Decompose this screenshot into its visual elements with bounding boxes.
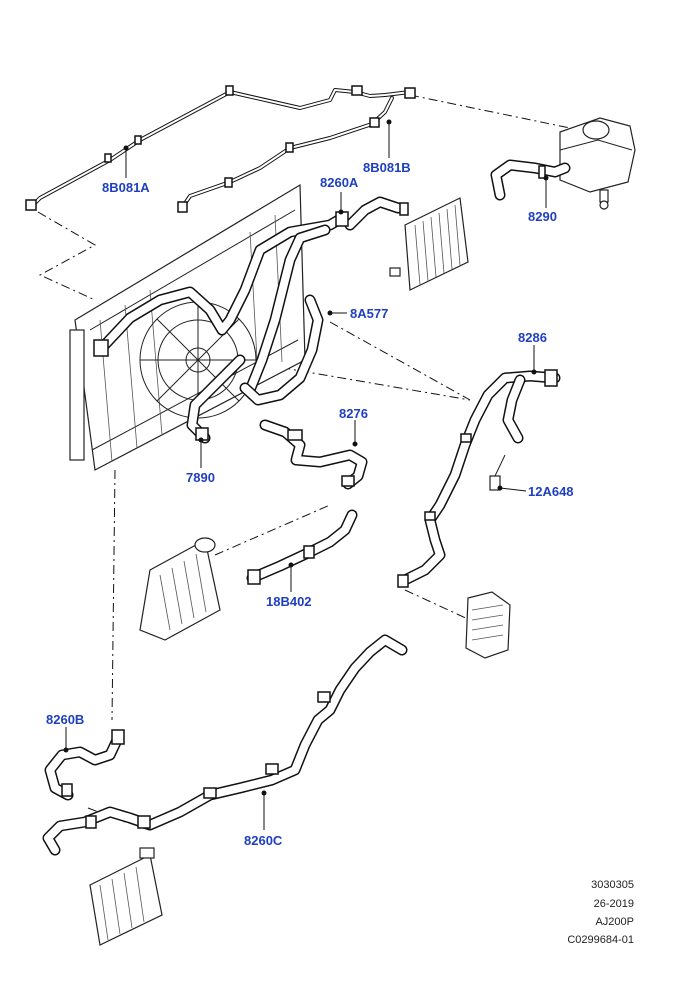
callout-8260c[interactable]: 8260C: [244, 833, 283, 848]
hose-8286[interactable]: [397, 369, 561, 588]
hose-8a577[interactable]: [239, 294, 324, 406]
callout-7890[interactable]: 7890: [186, 470, 215, 485]
callout-18b402[interactable]: 18B402: [266, 594, 312, 609]
callout-8b081b[interactable]: 8B081B: [363, 160, 411, 175]
reference-line-3: AJ200P: [595, 916, 634, 928]
hose-8290[interactable]: [490, 159, 571, 201]
auxiliary-radiator-top: [389, 197, 469, 291]
hose-8260a[interactable]: [93, 196, 409, 396]
callout-8260a[interactable]: 8260A: [320, 175, 359, 190]
charge-air-cooler: [139, 537, 221, 641]
hose-8276[interactable]: [259, 419, 368, 490]
callout-12a648[interactable]: 12A648: [528, 484, 574, 499]
callout-8290[interactable]: 8290: [528, 209, 557, 224]
pipe-8b081b[interactable]: [177, 96, 394, 213]
leader-lines: [63, 119, 549, 830]
hose-8260c[interactable]: [42, 634, 408, 856]
callout-8b081a[interactable]: 8B081A: [102, 180, 150, 195]
hose-8260b[interactable]: [44, 729, 125, 801]
expansion-tank: [559, 117, 636, 210]
reference-line-4: C0299684-01: [567, 934, 634, 946]
pipe-18b402[interactable]: [246, 509, 358, 585]
reference-line-2: 26-2019: [593, 898, 634, 910]
hose-7890[interactable]: [186, 354, 246, 444]
oil-cooler: [465, 591, 511, 659]
pipe-8b081a[interactable]: [25, 85, 416, 211]
callout-8286[interactable]: 8286: [518, 330, 547, 345]
callout-8276[interactable]: 8276: [339, 406, 368, 421]
callout-8a577[interactable]: 8A577: [350, 306, 389, 321]
callout-8260b[interactable]: 8260B: [46, 712, 85, 727]
auxiliary-radiator-bottom: [89, 847, 163, 946]
sensor-12a648[interactable]: [489, 454, 506, 491]
reference-line-1: 3030305: [591, 879, 634, 891]
